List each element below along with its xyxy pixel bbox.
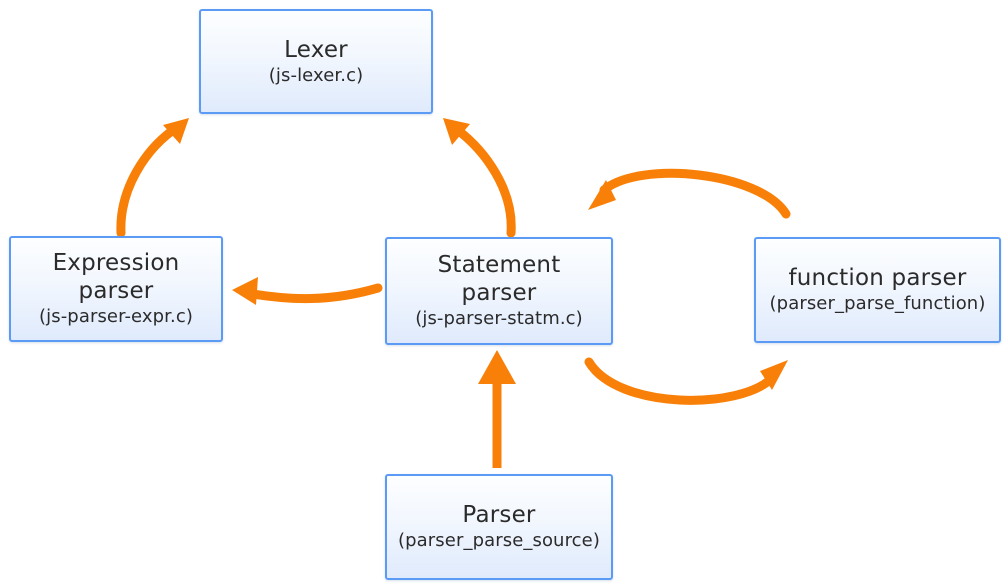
node-lexer-subtitle: (js-lexer.c) xyxy=(268,64,364,86)
edge-statement-parser-to-lexer xyxy=(443,118,516,238)
node-parser[interactable]: Parser (parser_parse_source) xyxy=(385,474,613,580)
edge-parser-to-statement-parser xyxy=(478,350,516,468)
node-function-parser-subtitle: (parser_parse_function) xyxy=(769,293,986,314)
node-statement-parser-title: Statement parser xyxy=(437,252,561,306)
node-function-parser-title: function parser xyxy=(788,265,967,291)
edge-statement-parser-to-expression-parser xyxy=(232,277,383,305)
node-expression-parser-title: Expression parser xyxy=(52,250,180,304)
node-statement-parser-subtitle: (js-parser-statm.c) xyxy=(415,308,583,329)
node-lexer[interactable]: Lexer (js-lexer.c) xyxy=(199,9,433,114)
node-function-parser[interactable]: function parser (parser_parse_function) xyxy=(754,237,1001,343)
node-parser-subtitle: (parser_parse_source) xyxy=(398,530,600,551)
node-lexer-title: Lexer xyxy=(284,36,348,63)
edge-statement-parser-to-function-parser xyxy=(584,357,788,405)
edge-function-parser-to-statement-parser xyxy=(588,168,791,219)
node-expression-parser-subtitle: (js-parser-expr.c) xyxy=(39,306,193,327)
node-parser-title: Parser xyxy=(462,502,536,528)
node-expression-parser[interactable]: Expression parser (js-parser-expr.c) xyxy=(9,236,223,342)
edge-expression-parser-to-lexer xyxy=(116,118,189,238)
node-statement-parser[interactable]: Statement parser (js-parser-statm.c) xyxy=(385,237,613,345)
